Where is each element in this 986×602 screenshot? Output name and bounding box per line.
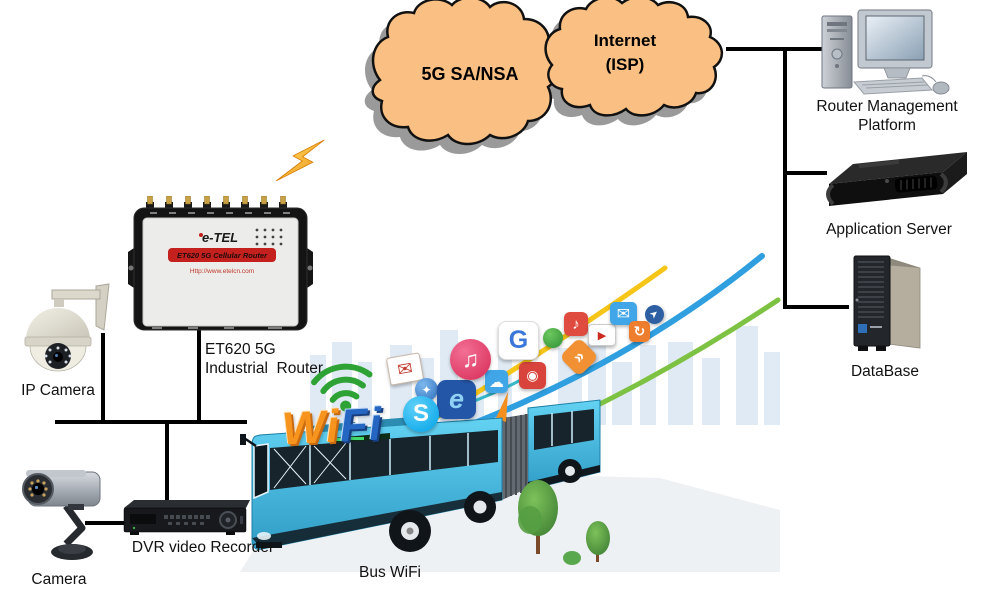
link-camera-to-dvr: [85, 521, 127, 525]
wifi-logo-blue-part: Fi: [338, 397, 384, 452]
green-ball-icon: [543, 328, 563, 348]
link-router-down: [197, 330, 201, 424]
router-mgmt-label-line2: Platform: [858, 117, 916, 134]
router-label-line1: ET620 5G: [205, 341, 276, 358]
router-management-pc-image: [821, 9, 950, 95]
bus-scene-art: [240, 253, 781, 572]
swirl-icon: ↻: [629, 321, 650, 342]
camera-label: Camera: [31, 571, 87, 588]
roof-fin: [496, 392, 508, 422]
et620-router-image: e-TEL ET620 5G Cellular Router Http://ww…: [128, 196, 313, 331]
wifi-logo-text: WiFi: [281, 396, 384, 455]
bus-wifi-label: Bus WiFi: [359, 564, 421, 581]
antenna-connectors: [146, 196, 287, 210]
led-indicators: [255, 228, 283, 246]
cloud-5g-label: 5G SA/NSA: [421, 64, 519, 84]
cloud-app-icon: ☁: [485, 370, 508, 393]
google-icon: G: [498, 321, 539, 360]
red-music-icon: ♪: [564, 312, 588, 336]
dvr-image: [123, 500, 250, 535]
camera-image: [22, 470, 101, 560]
cloud-internet: [544, 0, 723, 117]
music-circle-icon: ♫: [450, 339, 491, 380]
router-url-text: Http://www.etelcn.com: [190, 268, 254, 275]
clouds-art: [364, 0, 723, 155]
router-model-strip-text: ET620 5G Cellular Router: [177, 251, 268, 260]
application-server-image: [826, 152, 967, 206]
trees: [518, 480, 610, 565]
application-server-label: Application Server: [826, 221, 952, 238]
safari-compass-icon: ✦: [415, 378, 438, 401]
link-trunk-to-appserver: [783, 171, 827, 175]
router-mgmt-label-line1: Router Management: [816, 98, 958, 115]
router-label-line2: Industrial Router: [205, 360, 324, 377]
database-label: DataBase: [850, 363, 920, 380]
link-junction-to-dvr: [165, 424, 169, 508]
map-pin-icon: ◉: [519, 362, 546, 389]
mail-app-icon: ✉: [610, 302, 637, 325]
link-trunk-vertical: [783, 47, 787, 309]
cloud-internet-label-line2: (ISP): [605, 55, 645, 74]
router-brand-text: e-TEL: [202, 230, 238, 245]
link-junction-horizontal: [55, 420, 247, 424]
youtube-icon: ▶: [588, 324, 616, 346]
ip-camera-label: IP Camera: [21, 382, 95, 399]
dvr-label: DVR video Recorder: [131, 539, 275, 556]
link-trunk-to-database: [783, 305, 849, 309]
ip-camera-image: [24, 283, 110, 372]
skype-icon: S: [403, 396, 439, 432]
database-server-image: [853, 255, 921, 351]
cloud-internet-label-line1: Internet: [593, 31, 657, 50]
link-cloud-to-mgmt: [726, 47, 826, 51]
lightning-bolt-icon: [275, 139, 325, 182]
bus-image: [240, 392, 601, 552]
ie-browser-icon: e: [437, 380, 476, 419]
link-ipcamera-down: [101, 333, 105, 424]
wifi-arcs-icon: [311, 363, 373, 412]
wifi-logo-orange-part: Wi: [280, 399, 342, 455]
